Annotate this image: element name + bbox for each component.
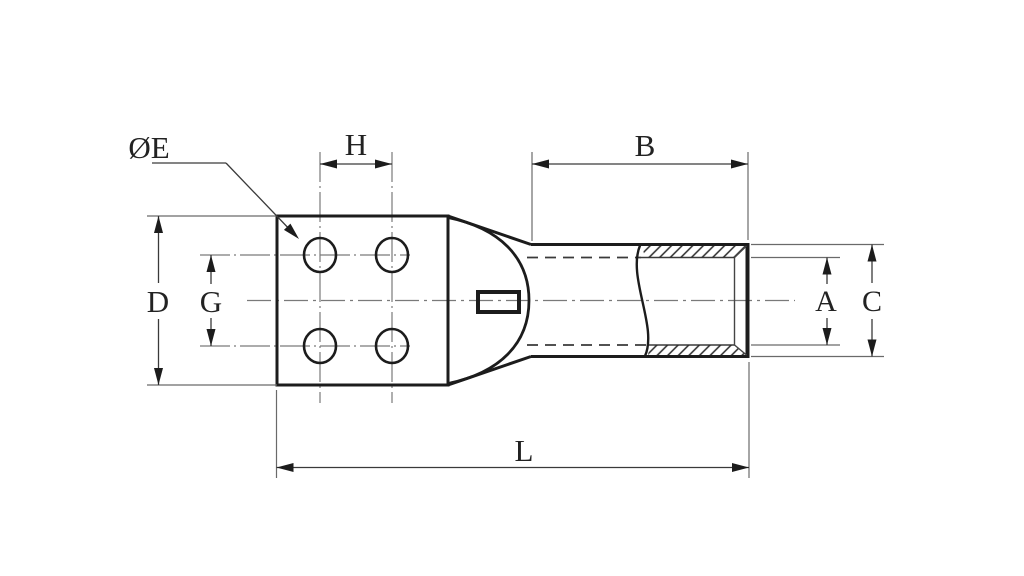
section-hatching (642, 246, 747, 355)
hatch-bottom-wall (648, 345, 747, 355)
inspection-window (476, 290, 521, 314)
hatch-top-wall (642, 246, 747, 258)
label-hole-spacing-horizontal: H (345, 127, 367, 162)
bore-hidden-lines (527, 256, 735, 346)
barrel-mouth-chamfer (733, 245, 747, 356)
bolt-hole-bottom-right (374, 327, 410, 365)
label-hole-spacing-vertical: G (200, 284, 222, 319)
dimension-A (822, 257, 832, 345)
bolt-hole-bottom-left (302, 327, 338, 365)
dimension-lines (152, 159, 877, 472)
label-overall-length: L (515, 433, 534, 468)
dimension-C (867, 244, 877, 357)
lug-outline (275, 214, 750, 387)
bolt-hole-top-right (374, 236, 410, 274)
extension-lines (147, 152, 884, 478)
break-line (635, 245, 650, 357)
dimension-D (154, 216, 163, 385)
dimension-L (276, 463, 749, 472)
label-bore-diameter: A (815, 285, 837, 318)
label-barrel-outer-diameter: C (862, 285, 882, 318)
bellmouth-curve (447, 216, 531, 385)
bolt-holes (302, 236, 410, 365)
dimension-G (206, 255, 216, 346)
bolt-hole-top-left (302, 236, 338, 274)
label-pad-height: D (147, 284, 169, 319)
leader-hole-diameter (152, 162, 299, 239)
label-barrel-length: B (635, 128, 656, 163)
pad-outline (275, 214, 450, 387)
dimension-B (532, 159, 748, 169)
dimension-labels: ØE H B D G A C L (128, 127, 882, 468)
centerlines (200, 152, 795, 403)
label-hole-diameter: ØE (128, 130, 169, 165)
dimension-H (320, 159, 392, 169)
